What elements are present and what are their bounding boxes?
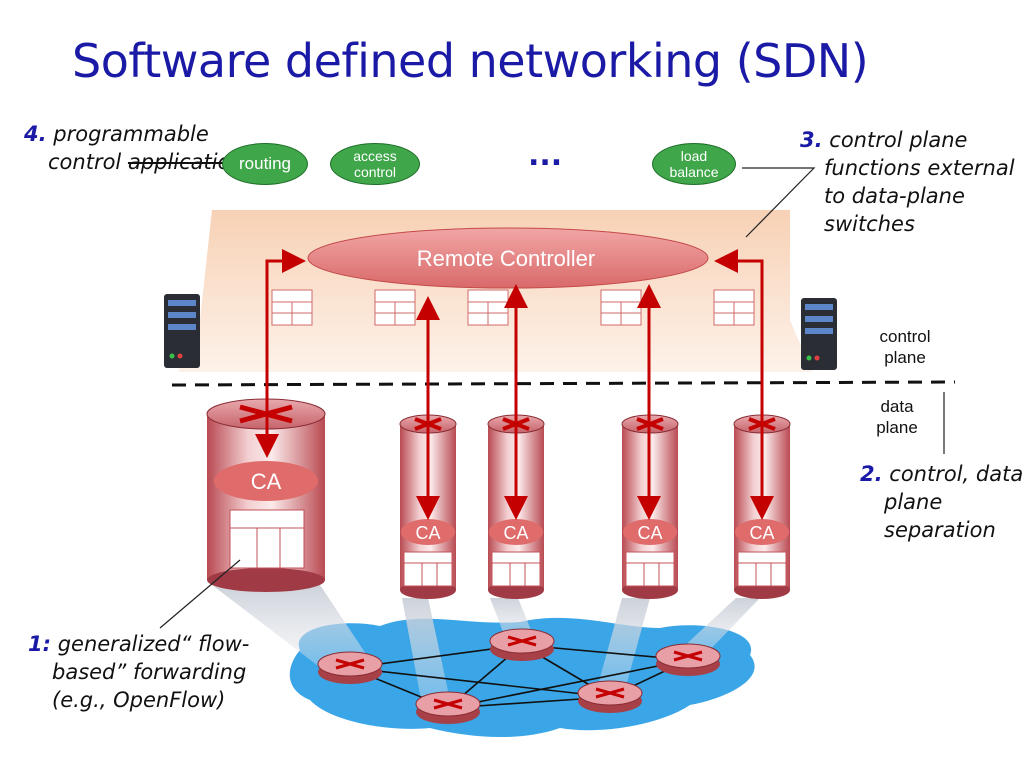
note-line: control, data <box>889 462 1024 486</box>
network-router <box>577 680 643 713</box>
note-line: based” forwarding <box>52 660 247 684</box>
note-line: control <box>48 150 128 174</box>
beam <box>598 598 650 690</box>
note-line: generalized“ flow- <box>57 632 250 656</box>
note-line: switches <box>824 212 915 236</box>
ca-agent <box>489 519 543 545</box>
table-icon <box>271 289 313 326</box>
note-line: control plane <box>829 128 968 152</box>
flow-table-icon <box>491 551 541 587</box>
table-icon <box>713 289 755 326</box>
note-number: 4. <box>24 122 47 146</box>
routing-app[interactable]: routing <box>222 143 308 185</box>
remote-controller-label: Remote Controller <box>417 246 596 271</box>
flow-table-icon <box>625 551 675 587</box>
note-line: separation <box>884 518 996 542</box>
note-line: to data-plane <box>824 184 965 208</box>
table-icon <box>600 289 642 326</box>
control-plane-label: plane <box>884 348 926 367</box>
network-router <box>415 691 481 724</box>
ca-agent <box>401 519 455 545</box>
note-line: programmable <box>53 122 209 146</box>
page-title: Software defined networking (SDN) <box>72 34 869 88</box>
flow-table-icon <box>737 551 787 587</box>
more-apps-ellipsis: ... <box>528 138 563 173</box>
beam <box>212 585 370 675</box>
control-plane-label: control <box>879 327 930 346</box>
plane-separator-line <box>171 380 956 387</box>
note-control-plane-external: 3. control plane functions external to d… <box>800 126 1015 238</box>
flow-table-icon <box>403 551 453 587</box>
note-number: 2. <box>860 462 883 486</box>
network-router <box>655 643 721 676</box>
note-line: (e.g., OpenFlow) <box>52 688 226 712</box>
network-cloud <box>289 617 755 738</box>
data-plane-label: plane <box>876 418 918 437</box>
network-router <box>317 651 383 684</box>
ca-label: CA <box>749 523 774 543</box>
flow-table-icon <box>229 509 305 569</box>
note-line: plane <box>884 490 943 514</box>
ca-agent <box>623 519 677 545</box>
note-number: 1: <box>28 632 52 656</box>
ca-agent <box>214 461 318 501</box>
ca-label: CA <box>415 523 440 543</box>
control-channel-arrows <box>255 249 774 520</box>
note-plane-separation: 2. control, data plane separation <box>860 460 1023 544</box>
network-router <box>489 628 555 661</box>
note-number: 3. <box>800 128 823 152</box>
ca-label: CA <box>637 523 662 543</box>
routing-app-label: routing <box>239 154 291 173</box>
ca-label: CA <box>503 523 528 543</box>
server-icon <box>801 298 837 370</box>
table-icon <box>467 289 509 326</box>
callout-lines <box>159 167 945 629</box>
ca-agent <box>735 519 789 545</box>
ca-label: CA <box>251 469 282 494</box>
note-flow-based-forwarding: 1: generalized“ flow- based” forwarding … <box>28 630 249 714</box>
table-icon <box>374 289 416 326</box>
note-line: functions external <box>824 156 1015 180</box>
server-icon <box>164 294 200 368</box>
data-plane-label: data <box>880 397 914 416</box>
